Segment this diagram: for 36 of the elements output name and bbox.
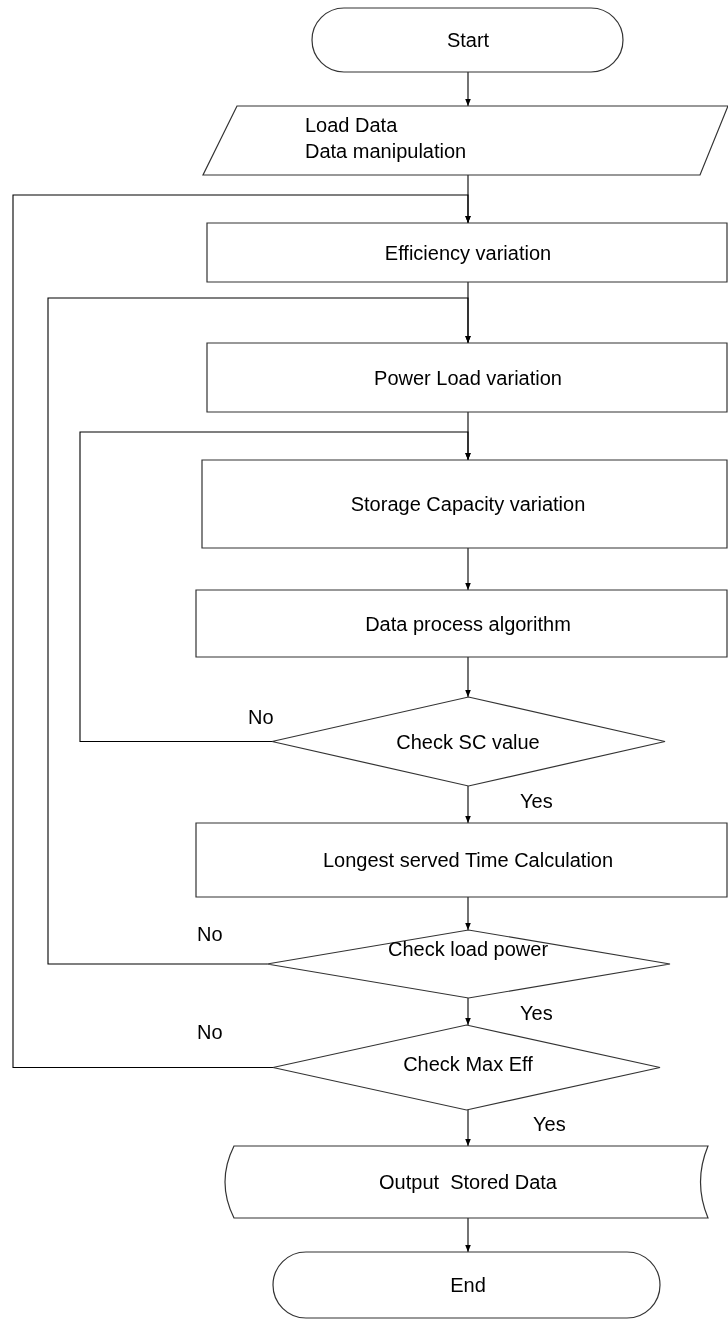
terminal-shape: [312, 8, 623, 72]
step-text: Load Data: [305, 114, 398, 137]
decision-diamond: [272, 697, 665, 786]
arrow: [47, 297, 471, 965]
step-text: End: [450, 1273, 486, 1297]
terminal-shape: [273, 1252, 660, 1318]
step-text: Check Max Eff: [403, 1052, 533, 1075]
step-text: Longest served Time Calculation: [322, 848, 614, 872]
arrow: [465, 896, 471, 931]
step-text: Power Load variation: [374, 366, 562, 389]
arrow: [465, 547, 471, 591]
step-text: Data manipulation: [305, 140, 467, 163]
arrow: [465, 997, 471, 1026]
process-box: [207, 343, 727, 412]
step-text: Data process algorithm: [365, 612, 571, 635]
arrow: [79, 431, 471, 743]
stored-data-shape: [225, 1146, 708, 1218]
arrow: [465, 656, 471, 698]
decision-diamond: [273, 1025, 660, 1110]
process-box: [202, 460, 727, 548]
process-box: [196, 590, 727, 657]
step-text: Output Stored Data: [379, 1170, 557, 1194]
decision-diamond: [267, 930, 670, 998]
arrow: [465, 71, 471, 107]
step-text: Check load power: [387, 937, 549, 961]
arrow: [465, 785, 471, 824]
arrow: [465, 1217, 471, 1253]
input-output-shape: [203, 106, 728, 175]
step-text: Check SC value: [396, 730, 540, 753]
process-box: [207, 223, 727, 282]
process-box: [196, 823, 727, 897]
step-text: Start: [446, 28, 490, 52]
arrow: [12, 194, 471, 1069]
step-text: Storage Capacity variation: [350, 492, 586, 516]
arrow: [465, 1109, 471, 1147]
step-text: Efficiency variation: [384, 241, 552, 264]
